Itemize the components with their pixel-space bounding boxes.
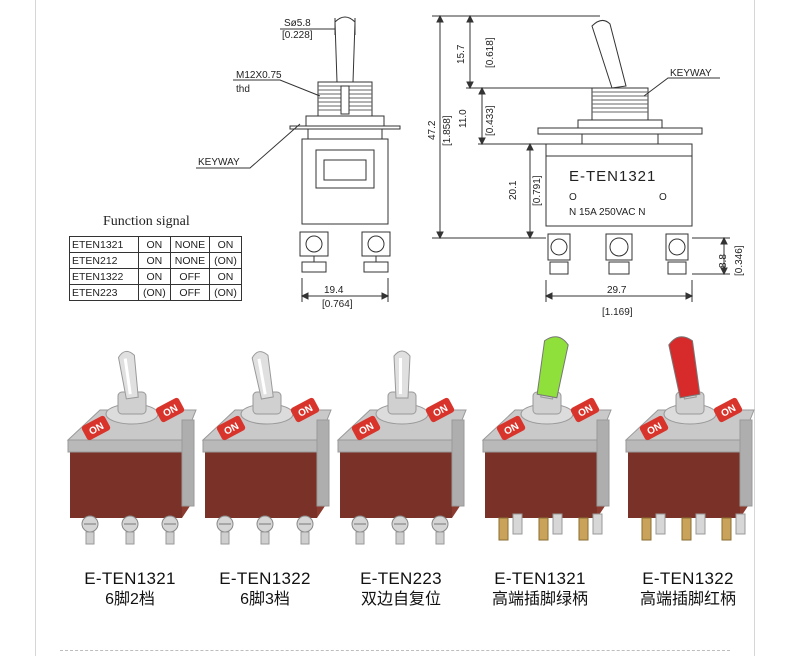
product-caption-1: E-TEN1321 6脚2档 — [55, 569, 205, 611]
body-height-inch-label: [0.791] — [532, 175, 543, 206]
body-o-left: O — [569, 192, 577, 203]
on-badge-left: ON — [496, 415, 526, 441]
quick-connect-terminal — [578, 517, 589, 541]
table-cell: OFF — [169, 268, 211, 285]
bushing-height-label: 11.0 — [458, 109, 469, 128]
toggle-switch-photo: ON ON — [624, 336, 755, 541]
product-desc: 高端插脚绿柄 — [491, 591, 588, 608]
product-caption-2: E-TEN1322 6脚3档 — [190, 569, 340, 611]
on-badge-left: ON — [639, 415, 669, 441]
product-desc: 6脚2档 — [105, 591, 155, 608]
product-caption-4: E-TEN1321 高端插脚绿柄 — [465, 569, 615, 611]
function-signal-title: Function signal — [103, 214, 190, 229]
product-model: E-TEN223 — [360, 569, 442, 588]
quick-connect-terminal — [512, 513, 523, 535]
table-cell: (ON) — [209, 252, 242, 269]
product-model: E-TEN1321 — [84, 569, 176, 588]
side-view — [432, 14, 730, 302]
lever-dia-label: Sø5.8 — [284, 18, 311, 29]
front-terminals — [299, 231, 391, 273]
toggle-switch-photo: ON ON — [481, 336, 612, 541]
product-desc: 6脚3档 — [240, 591, 290, 608]
table-cell: (ON) — [209, 284, 242, 301]
on-badge-left: ON — [216, 415, 246, 441]
on-badge-right: ON — [290, 397, 320, 423]
on-badge-right: ON — [155, 397, 185, 423]
quick-connect-terminal — [681, 517, 692, 541]
quick-connect-terminal — [721, 517, 732, 541]
on-badge-right: ON — [425, 397, 455, 423]
table-cell: (ON) — [138, 284, 171, 301]
total-height-inch-label: [1.858] — [442, 115, 453, 146]
toggle-switch-photo: ON ON — [336, 350, 467, 545]
product-photos: ON ON ON ON ON ON ON ON ON ON — [66, 336, 755, 545]
product-model: E-TEN1322 — [219, 569, 311, 588]
body-height-label: 20.1 — [508, 180, 519, 200]
body-o-right: O — [659, 192, 667, 203]
bottom-dashed-divider — [60, 650, 730, 651]
toggle-lever — [668, 336, 701, 400]
product-desc: 高端插脚红柄 — [639, 591, 736, 608]
quick-connect-terminal — [498, 517, 509, 541]
quick-connect-terminal — [695, 513, 706, 535]
keyway-right-label: KEYWAY — [670, 68, 712, 79]
side-terminals — [547, 233, 689, 275]
product-model: E-TEN1321 — [494, 569, 586, 588]
quick-connect-terminal — [641, 517, 652, 541]
product-desc: 双边自复位 — [360, 591, 441, 608]
lever-dia-inch-label: [0.228] — [282, 30, 313, 41]
thread-label: M12X0.75 — [236, 70, 282, 81]
product-caption-3: E-TEN223 双边自复位 — [326, 569, 476, 611]
lever-height-inch-label: [0.618] — [485, 37, 496, 68]
terminal-height-inch-label: [0.346] — [734, 245, 745, 276]
product-caption-5: E-TEN1322 高端插脚红柄 — [613, 569, 763, 611]
table-row: ETEN223 (ON) OFF (ON) — [69, 284, 242, 301]
thread-sub-label: thd — [236, 84, 250, 95]
table-row: ETEN1322 ON OFF ON — [69, 268, 242, 285]
toggle-switch-photo: ON ON — [201, 351, 332, 545]
bushing-height-inch-label: [0.433] — [485, 105, 496, 136]
quick-connect-terminal — [655, 513, 666, 535]
product-model: E-TEN1322 — [642, 569, 734, 588]
function-signal-table: ETEN1321 ON NONE ON ETEN212 ON NONE (ON)… — [69, 236, 242, 301]
left-border-line — [35, 0, 36, 656]
table-row: ETEN1321 ON NONE ON — [69, 236, 242, 253]
toggle-lever — [393, 350, 411, 399]
toggle-lever — [536, 336, 569, 400]
toggle-switch-photo: ON ON — [66, 350, 197, 545]
on-badge-left: ON — [81, 415, 111, 441]
body-model-label: E-TEN1321 — [569, 168, 656, 185]
front-width-label: 19.4 — [324, 285, 344, 296]
total-height-label: 47.2 — [427, 120, 438, 140]
side-width-label: 29.7 — [607, 285, 627, 296]
right-border-line — [754, 0, 755, 656]
table-cell: OFF — [169, 284, 211, 301]
toggle-lever — [251, 351, 274, 400]
on-badge-left: ON — [351, 415, 381, 441]
quick-connect-terminal — [592, 513, 603, 535]
table-cell: NONE — [169, 236, 211, 253]
table-cell: ON — [138, 236, 171, 253]
side-width-inch-label: [1.169] — [602, 307, 633, 318]
on-badge-right: ON — [713, 397, 743, 423]
table-cell-model: ETEN223 — [69, 284, 139, 301]
quick-connect-terminal — [735, 513, 746, 535]
technical-drawing: Sø5.8 [0.228] M12X0.75 thd KEYWAY KEYWAY… — [196, 14, 745, 318]
on-badge-right: ON — [570, 397, 600, 423]
body-rating-label: N 15A 250VAC N — [569, 207, 646, 218]
quick-connect-terminal — [552, 513, 563, 535]
toggle-lever — [117, 350, 139, 400]
front-view — [196, 16, 401, 302]
keyway-left-label: KEYWAY — [198, 157, 240, 168]
quick-connect-terminal — [538, 517, 549, 541]
terminal-height-label: 8.8 — [718, 254, 729, 268]
lever-height-label: 15.7 — [456, 44, 467, 64]
front-width-inch-label: [0.764] — [322, 299, 353, 310]
